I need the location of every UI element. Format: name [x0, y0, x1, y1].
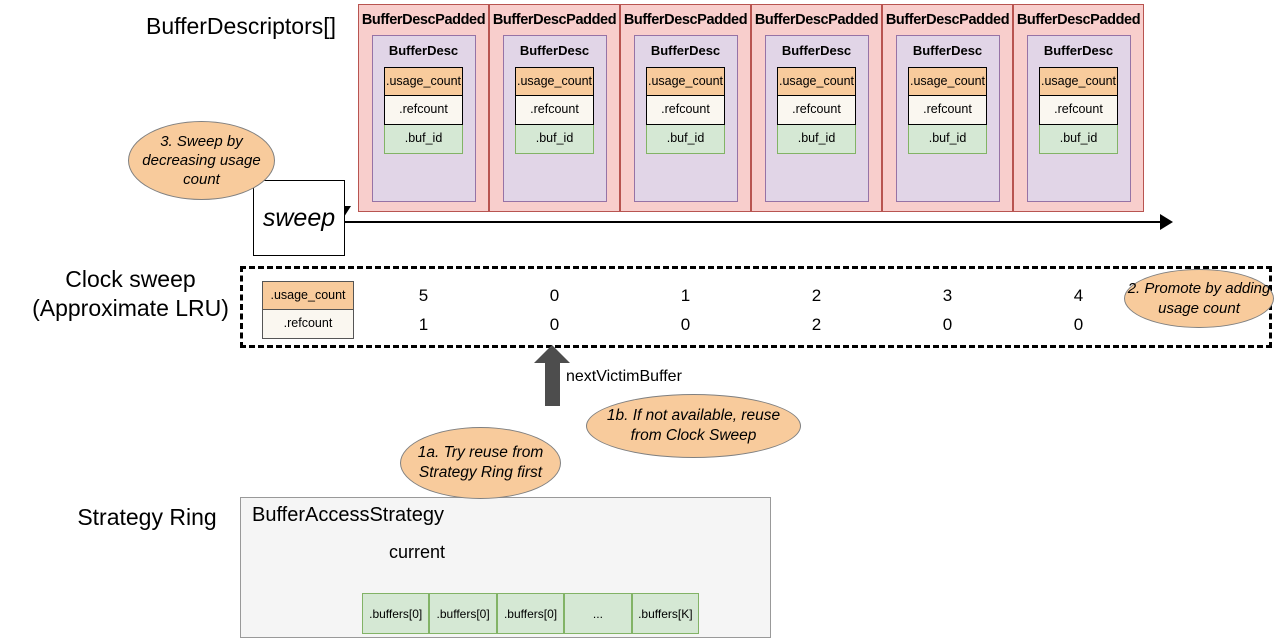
strategy-buffers-array: .buffers[0] .buffers[0] .buffers[0] ... … — [362, 593, 700, 634]
buffer-cell: .buffers[0] — [496, 593, 565, 634]
buffer-descriptors-array: BufferDescPadded BufferDesc .usage_count… — [358, 4, 1144, 212]
buffer-desc-fields: .usage_count .refcount .buf_id — [384, 67, 463, 154]
buffer-desc-fields: .usage_count .refcount .buf_id — [908, 67, 987, 154]
padded-card-title: BufferDescPadded — [492, 12, 617, 28]
sweep-direction-line — [345, 221, 1167, 223]
refcount-value: 0 — [1073, 315, 1084, 334]
padded-card-title: BufferDescPadded — [754, 12, 879, 28]
next-victim-buffer-label: nextVictimBuffer — [566, 368, 682, 385]
field-usage-count: .usage_count — [777, 67, 856, 96]
padded-card-title: BufferDescPadded — [1016, 12, 1141, 28]
section-label-clock-sweep: Clock sweep (Approximate LRU) — [32, 266, 229, 321]
buffer-cell: .buffers[0] — [362, 593, 430, 634]
buffer-desc-title: BufferDesc — [650, 43, 721, 58]
buffer-desc-box: BufferDesc .usage_count .refcount .buf_i… — [633, 35, 738, 202]
buffer-desc-box: BufferDesc .usage_count .refcount .buf_i… — [764, 35, 869, 202]
buffer-desc-fields: .usage_count .refcount .buf_id — [515, 67, 594, 154]
callout-step-3: 3. Sweep by decreasing usage count — [128, 121, 275, 200]
page-title-buffer-descriptors: BufferDescriptors[] — [145, 13, 337, 39]
usage-count-value: 0 — [549, 286, 560, 305]
buffer-desc-box: BufferDesc .usage_count .refcount .buf_i… — [502, 35, 607, 202]
field-usage-count: .usage_count — [515, 67, 594, 96]
next-victim-arrow-shaft — [545, 360, 560, 406]
padded-card-title: BufferDescPadded — [623, 12, 748, 28]
field-refcount: .refcount — [908, 96, 987, 125]
buffer-desc-title: BufferDesc — [388, 43, 459, 58]
field-refcount: .refcount — [777, 96, 856, 125]
buffer-desc-title: BufferDesc — [781, 43, 852, 58]
buffer-desc-title: BufferDesc — [1043, 43, 1114, 58]
sweep-direction-arrowhead-icon — [1160, 214, 1173, 230]
field-usage-count: .usage_count — [1039, 67, 1118, 96]
refcount-value: 0 — [942, 315, 953, 334]
field-buf-id: .buf_id — [646, 125, 725, 154]
field-refcount: .refcount — [646, 96, 725, 125]
usage-count-row: 5 0 1 2 3 4 — [358, 281, 1144, 310]
strategy-current-label: current — [389, 542, 446, 562]
refcount-row: 1 0 0 2 0 0 — [358, 310, 1144, 339]
buffer-desc-fields: .usage_count .refcount .buf_id — [777, 67, 856, 154]
buffer-access-strategy-title: BufferAccessStrategy — [252, 504, 444, 526]
section-label-strategy-ring: Strategy Ring — [77, 504, 217, 530]
field-refcount: .refcount — [384, 96, 463, 125]
field-buf-id: .buf_id — [384, 125, 463, 154]
refcount-value: 1 — [418, 315, 429, 334]
field-buf-id: .buf_id — [908, 125, 987, 154]
clock-sweep-legend: .usage_count .refcount — [262, 281, 354, 339]
clock-sweep-values: 5 0 1 2 3 4 1 0 0 2 0 0 — [358, 281, 1144, 339]
buffer-desc-box: BufferDesc .usage_count .refcount .buf_i… — [1026, 35, 1131, 202]
legend-refcount: .refcount — [262, 310, 354, 339]
refcount-value: 0 — [549, 315, 560, 334]
padded-card-title: BufferDescPadded — [361, 12, 486, 28]
field-buf-id: .buf_id — [777, 125, 856, 154]
buffer-desc-padded-card: BufferDescPadded BufferDesc .usage_count… — [358, 4, 489, 212]
buffer-desc-box: BufferDesc .usage_count .refcount .buf_i… — [371, 35, 476, 202]
padded-card-title: BufferDescPadded — [885, 12, 1010, 28]
sweep-box: sweep — [253, 180, 345, 256]
buffer-desc-padded-card: BufferDescPadded BufferDesc .usage_count… — [489, 4, 620, 212]
sweep-label: sweep — [262, 203, 336, 232]
buffer-cell-ellipsis: ... — [564, 593, 632, 634]
buffer-desc-fields: .usage_count .refcount .buf_id — [1039, 67, 1118, 154]
callout-step-2: 2. Promote by adding usage count — [1124, 269, 1274, 328]
usage-count-value: 2 — [811, 286, 822, 305]
usage-count-value: 3 — [942, 286, 953, 305]
buffer-desc-title: BufferDesc — [912, 43, 983, 58]
buffer-cell: .buffers[0] — [429, 593, 497, 634]
field-usage-count: .usage_count — [908, 67, 987, 96]
buffer-desc-padded-card: BufferDescPadded BufferDesc .usage_count… — [1013, 4, 1144, 212]
callout-step-1a: 1a. Try reuse from Strategy Ring first — [400, 427, 561, 499]
legend-usage-count: .usage_count — [262, 281, 354, 310]
field-usage-count: .usage_count — [646, 67, 725, 96]
field-buf-id: .buf_id — [1039, 125, 1118, 154]
buffer-desc-padded-card: BufferDescPadded BufferDesc .usage_count… — [751, 4, 882, 212]
field-buf-id: .buf_id — [515, 125, 594, 154]
buffer-desc-padded-card: BufferDescPadded BufferDesc .usage_count… — [620, 4, 751, 212]
field-refcount: .refcount — [1039, 96, 1118, 125]
buffer-desc-fields: .usage_count .refcount .buf_id — [646, 67, 725, 154]
buffer-desc-title: BufferDesc — [519, 43, 590, 58]
next-victim-arrowhead-icon — [534, 345, 570, 363]
refcount-value: 0 — [680, 315, 691, 334]
buffer-desc-padded-card: BufferDescPadded BufferDesc .usage_count… — [882, 4, 1013, 212]
usage-count-value: 5 — [418, 286, 429, 305]
usage-count-value: 4 — [1073, 286, 1084, 305]
refcount-value: 2 — [811, 315, 822, 334]
callout-step-1b: 1b. If not available, reuse from Clock S… — [586, 394, 801, 458]
field-refcount: .refcount — [515, 96, 594, 125]
field-usage-count: .usage_count — [384, 67, 463, 96]
usage-count-value: 1 — [680, 286, 691, 305]
buffer-desc-box: BufferDesc .usage_count .refcount .buf_i… — [895, 35, 1000, 202]
buffer-cell: .buffers[K] — [631, 593, 700, 634]
